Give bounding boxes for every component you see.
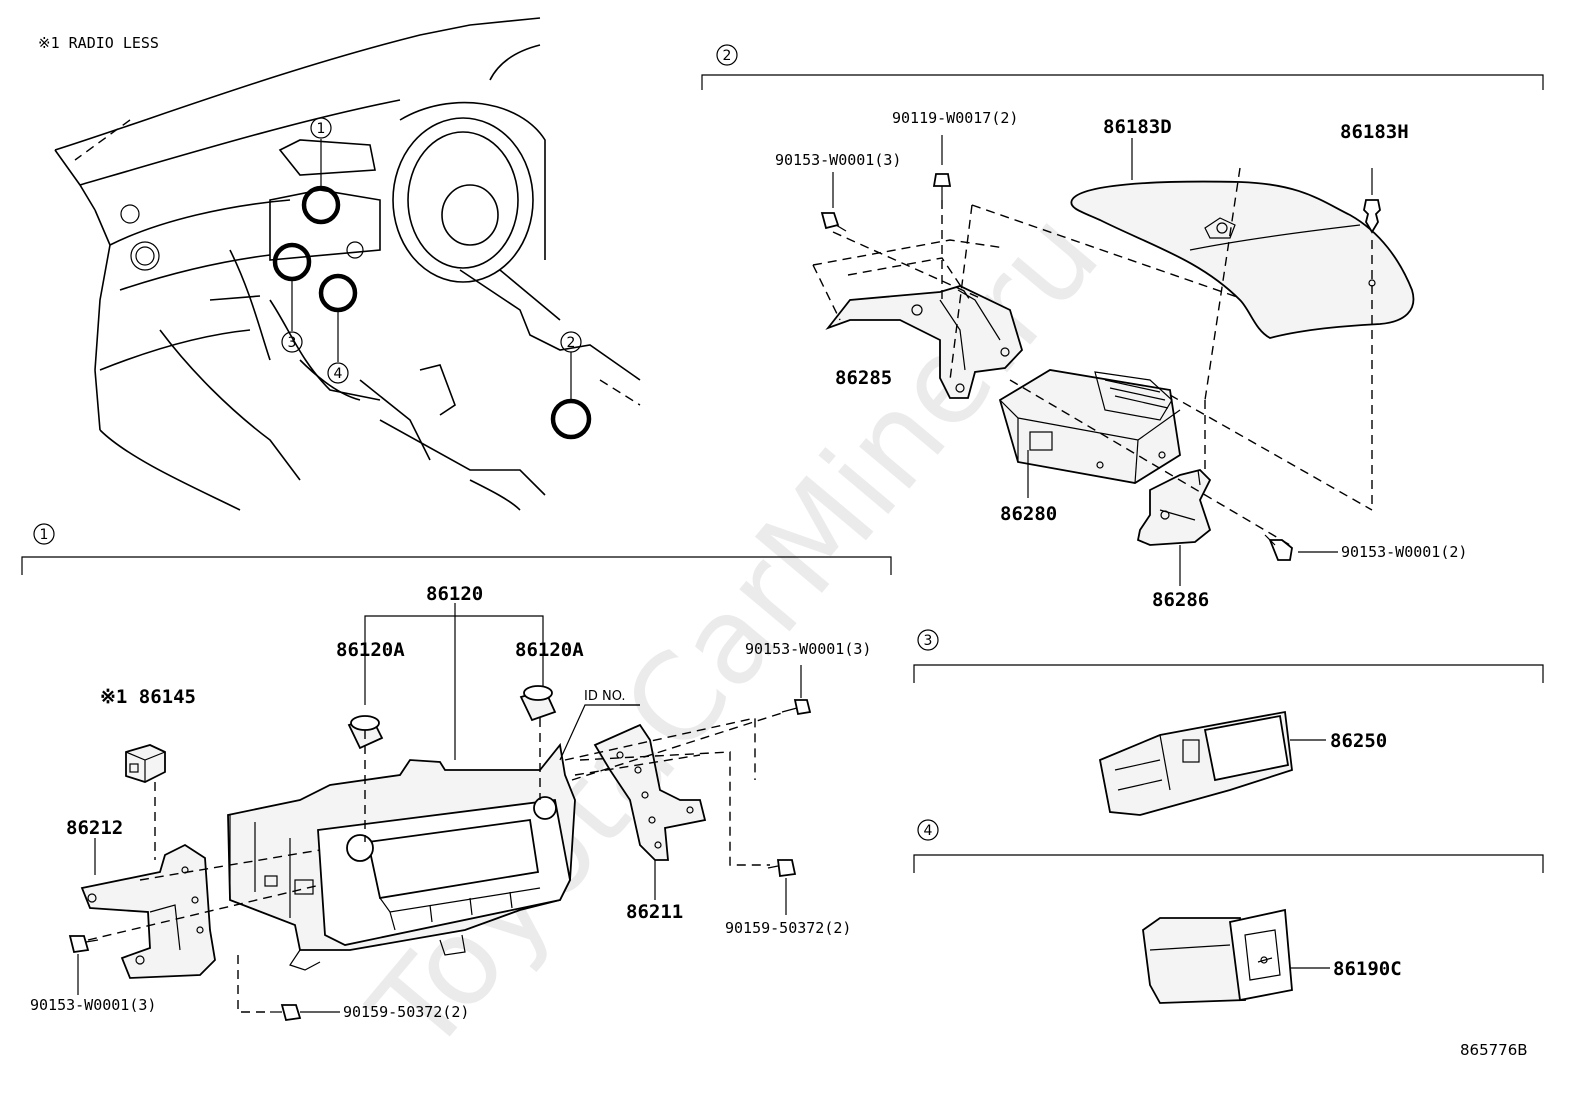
bracket-86285 <box>825 285 1024 399</box>
label-86286: 86286 <box>1152 589 1209 611</box>
section-4-marker: 4 <box>917 819 939 841</box>
label-86120a-left: 86120A <box>336 639 405 661</box>
label-90153-w0001-right: 90153-W0001(2) <box>1341 543 1467 561</box>
svg-text:4: 4 <box>334 366 343 382</box>
svg-text:2: 2 <box>567 335 576 351</box>
label-90159-50372-bottom: 90159-50372(2) <box>343 1003 469 1021</box>
svg-text:1: 1 <box>317 121 326 137</box>
bolt-90153-right <box>1264 534 1293 561</box>
bolt-90153-bottom-s1 <box>68 935 99 995</box>
label-90153-w0001-s1-bottom: 90153-W0001(3) <box>30 996 156 1014</box>
section-1-marker: 1 <box>33 523 55 545</box>
bracket-86211 <box>593 723 707 861</box>
label-86211: 86211 <box>626 901 683 923</box>
bolt-90153-top-s1 <box>781 665 812 716</box>
cover-86183d <box>1070 180 1415 339</box>
svg-text:1: 1 <box>40 527 49 543</box>
head-unit-86120 <box>227 742 576 971</box>
svg-text:2: 2 <box>723 48 732 64</box>
section-2: 2 <box>701 44 1544 611</box>
svg-text:3: 3 <box>288 335 297 351</box>
label-90119-w0017: 90119-W0017(2) <box>892 109 1018 127</box>
label-86250: 86250 <box>1330 730 1387 752</box>
label-id-no: ID NO. <box>584 689 626 704</box>
bolt-90159-bottom <box>270 1004 340 1022</box>
dashboard-overview: 1 3 4 2 <box>54 17 641 511</box>
knob-86120a-right <box>519 685 557 722</box>
label-86120: 86120 <box>426 583 483 605</box>
svg-text:4: 4 <box>924 823 933 839</box>
bolt-90159-right <box>767 859 797 915</box>
label-90153-w0001-s1-top: 90153-W0001(3) <box>745 640 871 658</box>
switch-86250 <box>1098 710 1293 816</box>
section-3: 3 86250 <box>913 629 1544 816</box>
diagram-id: 865776B <box>1460 1041 1528 1059</box>
radio-less-note: ※1 RADIO LESS <box>38 34 159 52</box>
section-1: 1 <box>21 523 1326 1022</box>
callout-1: 1 <box>310 117 332 139</box>
label-86145: ※1 86145 <box>100 686 196 708</box>
label-90153-w0001-top: 90153-W0001(3) <box>775 151 901 169</box>
section-3-marker: 3 <box>917 629 939 651</box>
label-86190c: 86190C <box>1333 958 1402 980</box>
label-86183d: 86183D <box>1103 116 1172 138</box>
label-86120a-right: 86120A <box>515 639 584 661</box>
section-4: 4 86190C <box>913 819 1544 1004</box>
callout-4: 4 <box>327 362 349 384</box>
bracket-86212 <box>80 843 216 979</box>
svg-text:3: 3 <box>924 633 933 649</box>
bracket-86286 <box>1136 469 1212 546</box>
part-86145 <box>125 744 166 783</box>
callout-3: 3 <box>281 331 303 353</box>
clip-86183h <box>1363 168 1381 234</box>
label-86285: 86285 <box>835 367 892 389</box>
label-86280: 86280 <box>1000 503 1057 525</box>
section-2-marker: 2 <box>716 44 738 66</box>
callout-2: 2 <box>560 331 582 353</box>
bolt-90153-top <box>820 172 847 232</box>
bolt-90119 <box>932 135 952 200</box>
label-90159-50372-right: 90159-50372(2) <box>725 919 851 937</box>
label-86183h: 86183H <box>1340 121 1409 143</box>
usb-port-86190c <box>1142 908 1293 1004</box>
label-86212: 86212 <box>66 817 123 839</box>
